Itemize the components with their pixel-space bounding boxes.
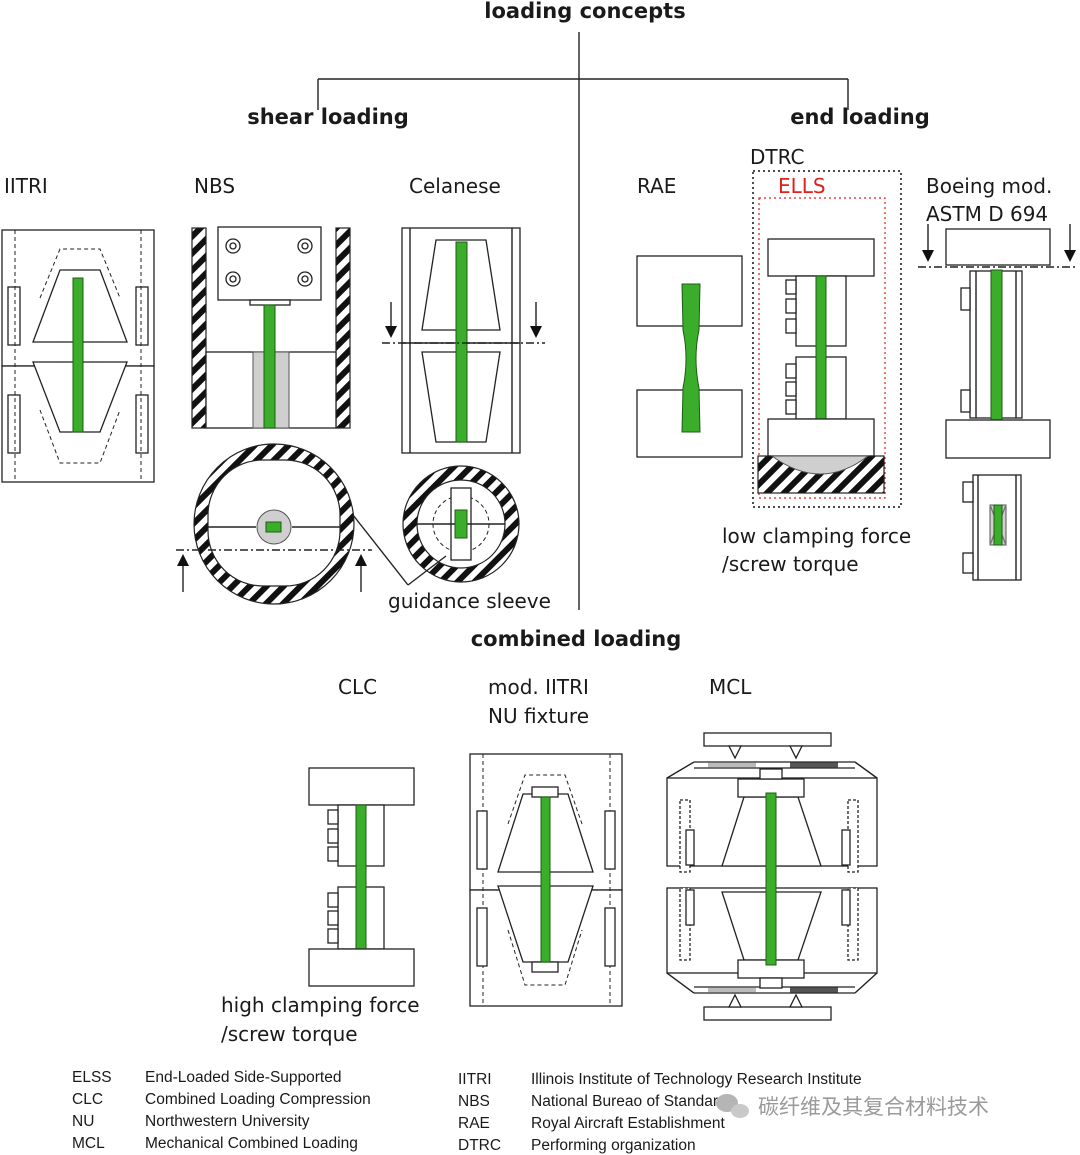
label-nbs: NBS	[194, 174, 235, 198]
label-mod-iitri-2: NU fixture	[488, 704, 589, 728]
label-boeing-2: ASTM D 694	[926, 202, 1048, 226]
watermark: 碳纤维及其复合材料技术	[716, 1094, 989, 1119]
legend-right-desc-3: Performing organization	[531, 1137, 696, 1154]
legend-right-abbr-0: IITRI	[458, 1071, 492, 1088]
label-boeing-1: Boeing mod.	[926, 174, 1052, 198]
wechat-icon	[716, 1094, 749, 1118]
legend-left-desc-1: Combined Loading Compression	[145, 1091, 371, 1108]
legend-left-abbr-0: ELSS	[72, 1069, 112, 1086]
label-ells: ELLS	[778, 174, 826, 198]
fixture-dtrc	[752, 170, 902, 508]
legend-right-abbr-3: DTRC	[458, 1137, 501, 1154]
annotation-guidance-sleeve: guidance sleeve	[388, 589, 551, 613]
tree-lines	[317, 32, 849, 610]
legend-left-desc-0: End-Loaded Side-Supported	[145, 1069, 341, 1086]
label-iitri: IITRI	[4, 174, 48, 198]
label-rae: RAE	[637, 174, 676, 198]
annotation-high-clamping-2: /screw torque	[221, 1022, 358, 1046]
legend-right-abbr-1: NBS	[458, 1093, 490, 1110]
fixture-clc	[308, 767, 415, 987]
legend-left-abbr-1: CLC	[72, 1091, 103, 1108]
legend-right-abbr-2: RAE	[458, 1115, 490, 1132]
annotation-high-clamping-1: high clamping force	[221, 993, 420, 1017]
label-clc: CLC	[338, 675, 377, 699]
fixture-mod-iitri	[469, 753, 623, 1007]
fixture-celanese	[352, 227, 545, 586]
legend-left-desc-3: Mechanical Combined Loading	[145, 1135, 358, 1152]
legend-left-abbr-3: MCL	[72, 1135, 105, 1152]
legend-right-desc-2: Royal Aircraft Establishment	[531, 1115, 726, 1132]
legend-left-desc-2: Northwestern University	[145, 1113, 310, 1130]
fixture-iitri	[1, 229, 155, 483]
fixture-mcl	[666, 732, 878, 1021]
diagram-title: loading concepts	[484, 0, 685, 23]
legend-right-desc-0: Illinois Institute of Technology Researc…	[531, 1071, 862, 1088]
label-mod-iitri-1: mod. IITRI	[488, 675, 589, 699]
branch-shear-loading: shear loading	[247, 105, 409, 129]
annotation-low-clamping-2: /screw torque	[722, 552, 859, 576]
legend-left-abbr-2: NU	[72, 1113, 94, 1130]
annotation-low-clamping-1: low clamping force	[722, 524, 911, 548]
watermark-text: 碳纤维及其复合材料技术	[758, 1095, 989, 1119]
branch-combined-loading: combined loading	[471, 627, 682, 651]
branch-end-loading: end loading	[790, 105, 930, 129]
fixture-boeing	[918, 224, 1078, 581]
fixture-rae	[636, 255, 743, 458]
label-celanese: Celanese	[409, 174, 501, 198]
label-mcl: MCL	[709, 675, 752, 699]
legend: ELSS End-Loaded Side-Supported CLC Combi…	[72, 1069, 862, 1154]
label-dtrc: DTRC	[750, 145, 804, 169]
fixture-nbs	[176, 226, 372, 605]
legend-right-desc-1: National Bureao of Standard	[531, 1093, 727, 1110]
